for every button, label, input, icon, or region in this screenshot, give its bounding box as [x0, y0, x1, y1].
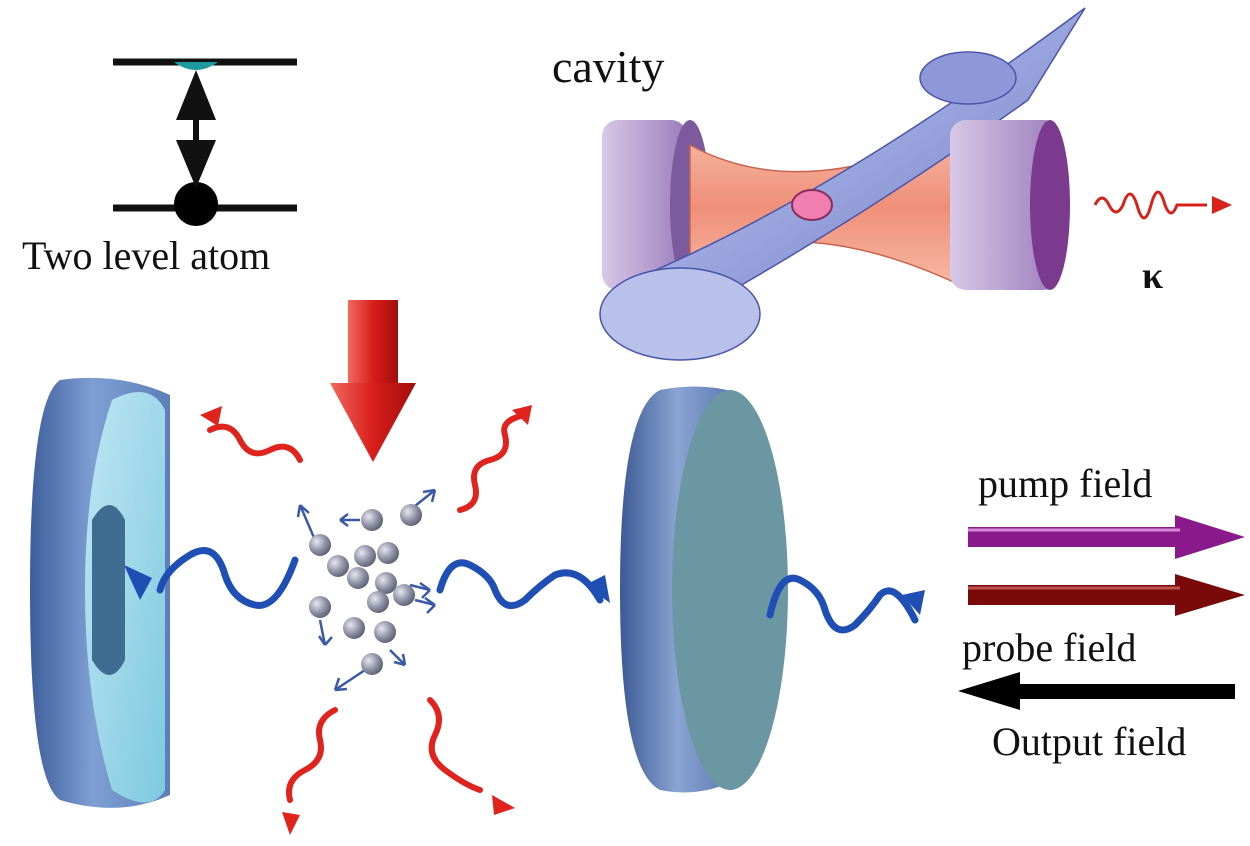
spontaneous-emission-group [207, 412, 528, 803]
probe-field-label: probe field [962, 625, 1137, 670]
cavity-mirror-right [950, 120, 1070, 290]
cavity-decay-photon [1093, 190, 1207, 220]
atom-sphere [343, 617, 365, 639]
atom-sphere [347, 567, 369, 589]
atom-beam-tube [618, 7, 1086, 321]
photon-wave-output [766, 574, 919, 634]
photon-waves [156, 547, 919, 634]
trapped-atom-icon [791, 189, 833, 221]
atom-sphere [309, 596, 331, 618]
emission-arrowhead-icon [492, 795, 515, 815]
pump-field-arrow-icon [968, 515, 1245, 559]
atom-sphere [393, 584, 415, 606]
atom-spheres [309, 504, 422, 675]
emission-arrowhead-icon [200, 406, 222, 426]
emission-arrowhead-icon [512, 405, 532, 425]
emission-wave-down-right [427, 697, 483, 793]
atom-sphere [361, 653, 383, 675]
atom-sphere [354, 545, 376, 567]
atom-sphere [309, 534, 331, 556]
probe-field-arrow-icon [968, 574, 1245, 616]
atom-sphere [400, 504, 422, 526]
photon-wave-center [436, 559, 604, 610]
downward-red-arrow-icon [330, 300, 416, 462]
photon-wave-left [156, 547, 299, 609]
two-level-diagram-icon [113, 58, 297, 226]
photon-arrowhead-icon [124, 565, 152, 600]
legend-arrows [958, 515, 1245, 710]
cavity-label: cavity [552, 41, 665, 92]
optical-cavity-icon [599, 7, 1232, 361]
atom-sphere [377, 542, 399, 564]
right-mirror [620, 386, 788, 793]
emission-wave-up-left [207, 423, 303, 463]
arrowhead-down-icon [176, 140, 216, 188]
output-field-arrow-icon [958, 672, 1235, 710]
atom-sphere [367, 591, 389, 613]
atom-beam-entrance [599, 267, 761, 361]
emission-wave-up-right [457, 412, 528, 513]
atom-recoil-arrows [296, 488, 437, 692]
two-level-atom-label: Two level atom [22, 233, 271, 278]
emission-wave-down-left [286, 707, 338, 803]
atom-sphere [327, 555, 349, 577]
atom-sphere [375, 572, 397, 594]
output-field-label: Output field [992, 719, 1187, 764]
pump-field-label: pump field [978, 461, 1153, 506]
photon-arrowhead-icon [902, 590, 925, 615]
left-mirror [30, 377, 170, 808]
atom-sphere [374, 621, 396, 643]
photon-arrowheads [124, 565, 925, 615]
emission-arrowheads [200, 405, 532, 835]
photon-arrowhead-icon [585, 575, 610, 603]
kappa-label: κ [1142, 255, 1164, 297]
atom-cloud-icon [296, 488, 437, 692]
decay-arrowhead-icon [1212, 196, 1232, 214]
ground-state-dot [174, 182, 218, 226]
atom-sphere [361, 509, 383, 531]
atom-beam-exit [919, 51, 1017, 105]
emission-arrowhead-icon [282, 812, 300, 835]
excited-state-cap [174, 62, 218, 70]
arrowhead-up-icon [176, 70, 216, 120]
